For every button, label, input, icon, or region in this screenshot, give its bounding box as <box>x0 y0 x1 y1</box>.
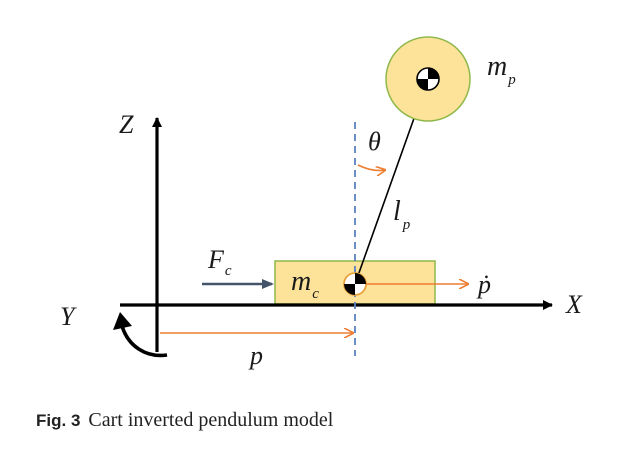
pendulum-center-of-mass-icon <box>416 67 440 91</box>
figure-number: Fig. 3 <box>36 411 81 430</box>
position-label: p <box>248 341 263 370</box>
figure-caption: Fig. 3 Cart inverted pendulum model <box>36 409 333 432</box>
velocity-label: ṗ <box>476 270 491 299</box>
pendulum-mass-label: mp <box>487 51 516 88</box>
theta-angle-arc <box>357 164 385 170</box>
cart-center-of-mass-icon <box>343 272 367 296</box>
force-label: Fc <box>207 245 232 279</box>
x-axis-label: X <box>565 290 583 319</box>
y-axis-arrowhead <box>113 312 132 330</box>
theta-label: θ <box>368 127 381 156</box>
cart-mass-label: mc <box>291 266 319 302</box>
y-axis-label: Y <box>60 302 77 331</box>
caption-text: Cart inverted pendulum model <box>88 409 334 431</box>
y-axis-rotation-arrow <box>120 325 168 358</box>
z-axis-label: Z <box>119 110 134 139</box>
